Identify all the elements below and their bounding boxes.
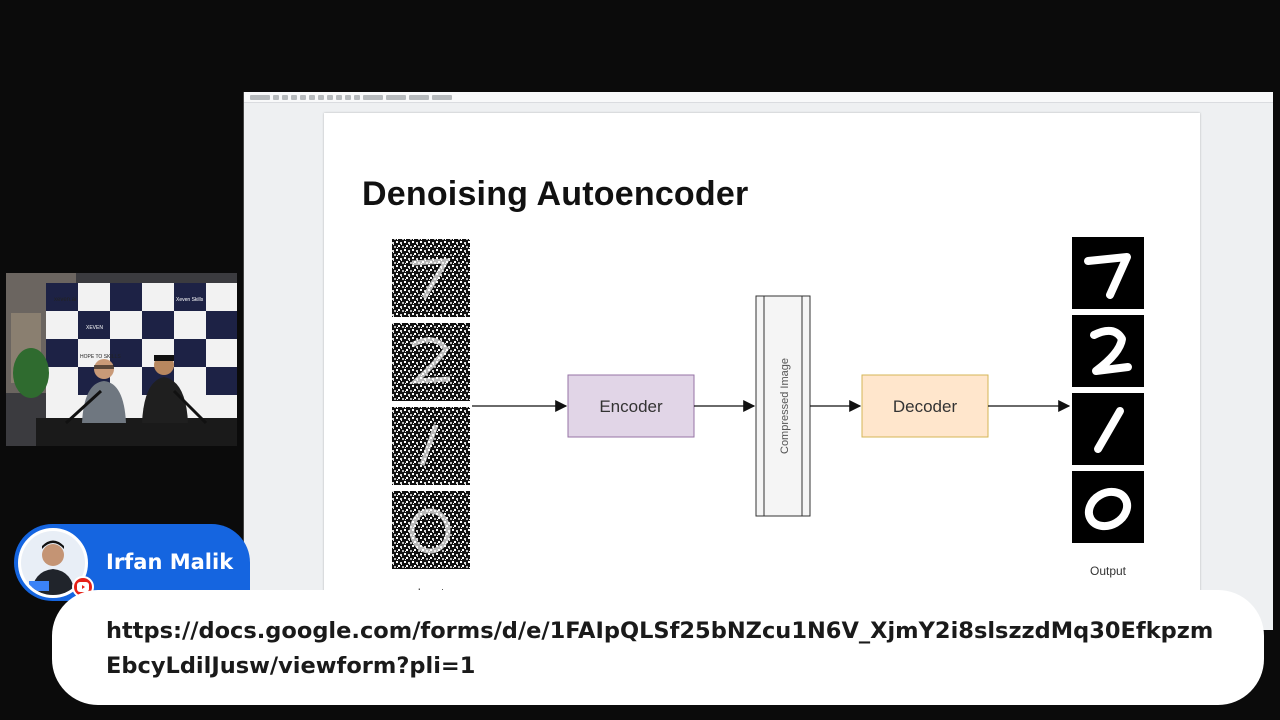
toolbar-image-icon[interactable]: [327, 94, 333, 100]
toolbar-transition-button[interactable]: [432, 94, 452, 100]
slide-canvas: Denoising Autoencoder: [244, 103, 1273, 633]
toolbar-undo-icon[interactable]: [273, 94, 279, 100]
presenter-badge: Irfan Malik: [14, 524, 250, 601]
output-label: Output: [1090, 564, 1127, 578]
toolbar-line-icon[interactable]: [345, 94, 351, 100]
branded-backdrop: xeven.ai XEVEN HOPE TO SKILLS Xeven Skil…: [46, 283, 237, 423]
noisy-input-image: [392, 491, 470, 569]
shared-screen: Denoising Autoencoder: [243, 92, 1273, 633]
toolbar-print-icon[interactable]: [291, 94, 297, 100]
decoder-box: [861, 374, 989, 438]
slide: Denoising Autoencoder: [324, 113, 1200, 633]
backdrop-logo-text: HOPE TO SKILLS: [80, 354, 121, 360]
output-images: [1072, 237, 1144, 543]
co-host-person: [142, 355, 188, 423]
noisy-input-image: [392, 239, 470, 317]
toolbar-menu-icon[interactable]: [250, 94, 270, 100]
backdrop-logo-text: XEVEN: [86, 325, 103, 331]
plant: [13, 348, 49, 398]
toolbar-background-button[interactable]: [363, 94, 383, 100]
desk: [36, 418, 237, 446]
microphone: [172, 389, 208, 425]
toolbar-comment-icon[interactable]: [354, 94, 360, 100]
encoder-label: Encoder: [599, 397, 663, 416]
compressed-image-label: Compressed Image: [779, 358, 791, 454]
toolbar-shape-icon[interactable]: [336, 94, 342, 100]
webcam-scene: xeven.ai XEVEN HOPE TO SKILLS Xeven Skil…: [6, 273, 237, 446]
presenter-name: Irfan Malik: [106, 550, 234, 574]
noisy-input-images: [392, 239, 470, 569]
output-image: [1072, 471, 1144, 543]
presenter-person: [82, 359, 126, 423]
noisy-input-image: [392, 323, 470, 401]
form-link[interactable]: https://docs.google.com/forms/d/e/1FAIpQ…: [106, 618, 1214, 679]
autoencoder-diagram: Input Encoder Compressed Image: [392, 237, 1144, 600]
slide-title: Denoising Autoencoder: [362, 175, 749, 213]
compressed-image-box: [755, 295, 811, 517]
toolbar-textbox-icon[interactable]: [318, 94, 324, 100]
webcam-feed: xeven.ai XEVEN HOPE TO SKILLS Xeven Skil…: [6, 273, 237, 446]
toolbar-redo-icon[interactable]: [282, 94, 288, 100]
toolbar-theme-button[interactable]: [409, 94, 429, 100]
backdrop-logo-text: Xeven Skills: [176, 297, 204, 303]
decoder-label: Decoder: [893, 397, 958, 416]
microphone: [64, 389, 103, 425]
toolbar-select-icon[interactable]: [309, 94, 315, 100]
editor-toolbar: [244, 92, 1273, 103]
output-image: [1072, 315, 1144, 387]
url-banner: https://docs.google.com/forms/d/e/1FAIpQ…: [52, 590, 1264, 705]
toolbar-zoom-icon[interactable]: [300, 94, 306, 100]
backdrop-logo-text: xeven.ai: [54, 297, 76, 303]
toolbar-layout-button[interactable]: [386, 94, 406, 100]
